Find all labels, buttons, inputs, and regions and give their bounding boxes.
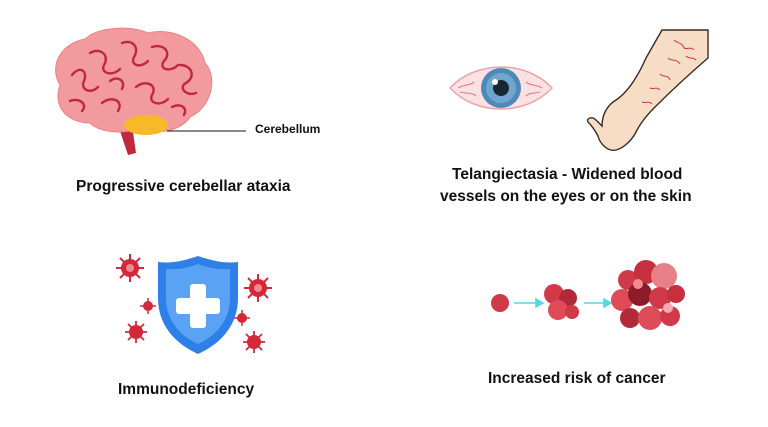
telangiectasia-panel: Telangiectasia - Widened blood vessels o…	[384, 0, 768, 213]
red-eye-icon	[448, 66, 554, 110]
cancer-panel: Increased risk of cancer	[384, 213, 768, 427]
brain-icon	[55, 27, 213, 155]
immunodeficiency-caption: Immunodeficiency	[118, 381, 255, 398]
shield-with-viruses-icon	[116, 254, 272, 354]
cancer-cells-icon	[491, 260, 685, 330]
telangiectasia-caption-line1: Telangiectasia - Widened blood	[452, 166, 683, 183]
cancer-caption: Increased risk of cancer	[488, 370, 666, 387]
callout-line	[167, 130, 246, 132]
brain-panel: Cerebellum Progressive cerebellar ataxia	[0, 0, 384, 213]
immunodeficiency-panel: Immunodeficiency	[0, 213, 384, 427]
cerebellum	[124, 115, 168, 135]
arm-skin-icon	[586, 29, 709, 151]
telangiectasia-caption-line2: vessels on the eyes or on the skin	[440, 188, 692, 205]
cerebellum-label: Cerebellum	[255, 122, 321, 136]
virus-icons	[116, 254, 272, 353]
brain-caption: Progressive cerebellar ataxia	[76, 178, 291, 195]
